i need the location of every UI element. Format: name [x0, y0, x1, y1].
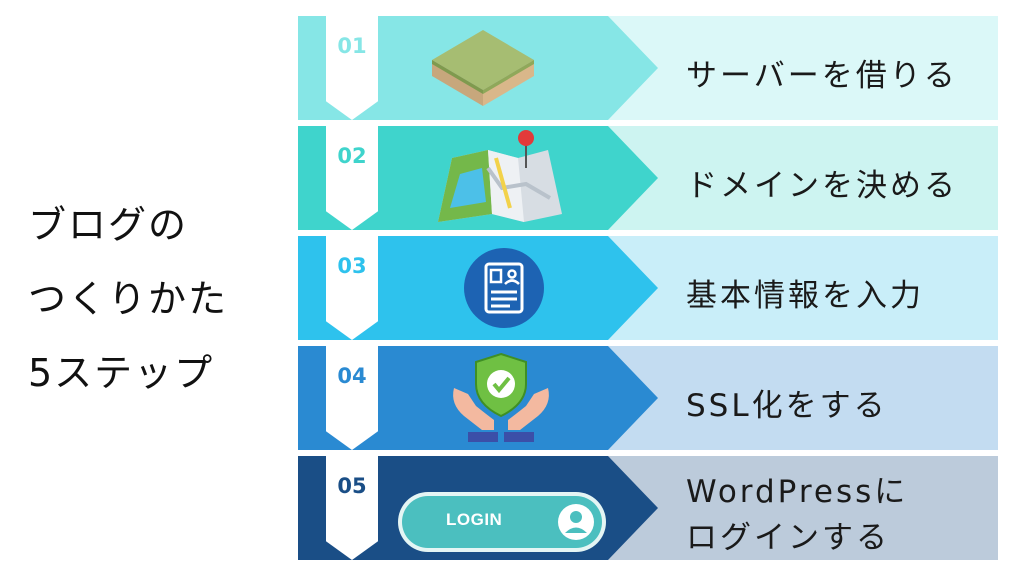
- map-pin-icon: [438, 130, 562, 222]
- step-5-label-line-1: WordPressに: [686, 474, 909, 510]
- step-2: 02 ドメインを決める: [298, 126, 998, 230]
- server-block-icon: [432, 30, 534, 106]
- step-1-number-tab: 01: [326, 16, 378, 120]
- title-line-3: 5ステップ: [28, 351, 215, 395]
- step-3-number: 03: [337, 254, 367, 278]
- title-line-1: ブログの: [28, 203, 189, 247]
- step-2-label: ドメインを決める: [686, 168, 958, 204]
- step-1-number: 01: [337, 34, 367, 58]
- login-text: LOGIN: [446, 510, 503, 529]
- step-4-number: 04: [337, 364, 367, 388]
- step-3-label: 基本情報を入力: [686, 278, 924, 314]
- step-4-number-tab: 04: [326, 346, 378, 450]
- page-title: ブログの つくりかた 5ステップ: [28, 188, 268, 410]
- step-2-number-tab: 02: [326, 126, 378, 230]
- step-2-number: 02: [337, 144, 367, 168]
- step-3-number-tab: 03: [326, 236, 378, 340]
- step-4: 04 SSL化をする: [298, 346, 998, 450]
- steps-list: 01 サーバーを借りる 02 ドメインを決める: [298, 16, 998, 560]
- step-5-label-line-2: ログインする: [686, 520, 890, 556]
- login-button-icon: LOGIN: [398, 492, 606, 552]
- step-5: 05 LOGIN WordPressに ログインする: [298, 456, 998, 560]
- step-1-label: サーバーを借りる: [686, 58, 958, 94]
- profile-card-icon: [464, 248, 544, 328]
- step-5-number-tab: 05: [326, 456, 378, 560]
- login-pill: LOGIN: [402, 496, 602, 548]
- title-line-2: つくりかた: [28, 277, 229, 321]
- step-5-number: 05: [337, 474, 367, 498]
- step-1: 01 サーバーを借りる: [298, 16, 998, 120]
- step-4-label: SSL化をする: [686, 388, 888, 424]
- shield-hands-icon: [453, 352, 549, 442]
- user-avatar-icon: [558, 504, 594, 540]
- step-3: 03 基本情報を入力: [298, 236, 998, 340]
